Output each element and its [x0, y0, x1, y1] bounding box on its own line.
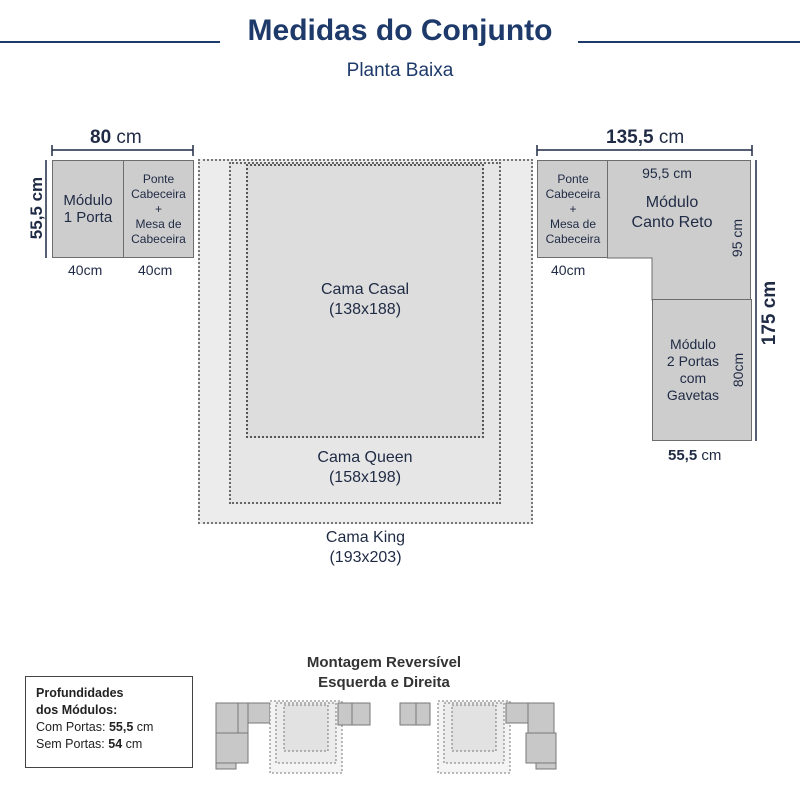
canto-reto-top-label: 95,5 cm [642, 165, 692, 181]
right-module-1-width: 40cm [551, 262, 586, 278]
left-set-depth-label: 55,5 cm [27, 176, 46, 240]
ponte-cabeceira-right-label: Ponte Cabeceira + Mesa de Cabeceira [545, 171, 601, 246]
left-module-2-width: 40cm [138, 262, 173, 278]
info-heading-2: dos Módulos: [36, 703, 118, 717]
info-with-doors-label: Com Portas: [36, 720, 106, 734]
left-set-width-unit: cm [116, 127, 142, 148]
mini-layout-right [399, 700, 557, 774]
canto-reto-side-label: 95 cm [729, 218, 745, 258]
module-ponte-cabeceira-right: Ponte Cabeceira + Mesa de Cabeceira [537, 160, 609, 258]
module-2-portas-gavetas: Módulo 2 Portas com Gavetas [652, 299, 752, 441]
right-set-width-value: 135,5 [606, 127, 654, 148]
ponte-cabeceira-left-label: Ponte Cabeceira + Mesa de Cabeceira [131, 171, 186, 246]
info-without-doors-value: 54 [108, 737, 123, 751]
left-set-width-label: 80 cm [90, 127, 142, 149]
module-ponte-cabeceira-left: Ponte Cabeceira + Mesa de Cabeceira [123, 160, 194, 258]
info-with-doors-value: 55,5 [108, 720, 134, 734]
reversible-diagrams [215, 700, 557, 774]
info-without-doors-unit: cm [125, 737, 143, 751]
right-set-width-label: 135,5 cm [606, 127, 684, 149]
module-2-portas-bottom-label: 55,5 cm [668, 447, 721, 464]
canto-reto-label: Módulo Canto Reto [631, 194, 713, 231]
header-rule-right [578, 41, 800, 43]
bed-queen-name: Cama Queen [317, 449, 413, 466]
module-2-portas-bottom-value: 55,5 [668, 447, 698, 464]
module-2-portas-side-label: 80cm [730, 352, 746, 388]
module-1-porta-label: Módulo 1 Porta [63, 192, 113, 226]
reversible-title-2: Esquerda e Direita [318, 674, 450, 691]
reversible-title-1: Montagem Reversível [306, 654, 462, 671]
mini-layout-left [215, 700, 371, 774]
module-2-portas-bottom-unit: cm [701, 447, 722, 464]
info-with-doors: Com Portas: 55,5 cm [36, 719, 182, 736]
info-without-doors-label: Sem Portas: [36, 737, 105, 751]
depth-info-box: Profundidades dos Módulos: Com Portas: 5… [25, 676, 193, 768]
left-module-1-width: 40cm [68, 262, 103, 278]
header-rule-left [0, 41, 220, 43]
bed-king-size: (193x203) [329, 549, 402, 566]
info-with-doors-unit: cm [136, 720, 154, 734]
page-subtitle: Planta Baixa [346, 60, 454, 81]
left-set-width-value: 80 [90, 127, 112, 148]
info-without-doors: Sem Portas: 54 cm [36, 736, 182, 753]
bed-king-name: Cama King [325, 529, 406, 546]
right-set-width-unit: cm [658, 127, 685, 148]
module-2-portas-label: Módulo 2 Portas com Gavetas [666, 336, 720, 403]
right-set-height-label: 175 cm [759, 280, 780, 346]
bed-casal-size: (138x188) [328, 301, 402, 318]
bed-casal-name: Cama Casal [320, 281, 410, 298]
module-1-porta: Módulo 1 Porta [52, 160, 124, 258]
bed-casal [246, 164, 484, 438]
bed-queen-size: (158x198) [328, 469, 402, 486]
info-heading-1: Profundidades [36, 686, 124, 700]
page-title: Medidas do Conjunto [247, 14, 553, 47]
